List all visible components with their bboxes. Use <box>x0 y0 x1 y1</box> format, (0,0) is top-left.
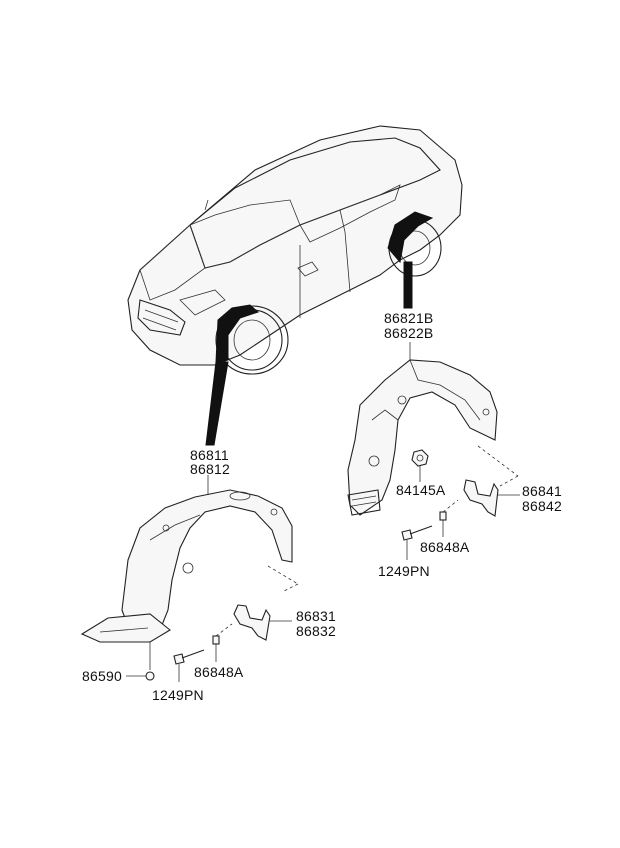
front-cover-clip <box>126 642 155 681</box>
label-front-screw: 1249PN <box>152 687 204 703</box>
label-rear-screw: 1249PN <box>378 563 430 579</box>
label-rear-nut: 84145A <box>396 482 446 498</box>
label-front-clip: 86848A <box>194 664 244 680</box>
front-leader-band <box>205 361 229 446</box>
front-clip <box>212 623 233 662</box>
front-screw <box>173 649 205 682</box>
front-wheel-liner <box>80 475 299 643</box>
front-liner-highlight <box>215 304 259 363</box>
label-rear-clip: 86848A <box>420 539 470 555</box>
rear-wheel-liner <box>347 342 519 516</box>
label-front-flap-top: 86831 <box>296 608 336 624</box>
label-front-cover: 86590 <box>82 668 122 684</box>
rear-nut <box>411 449 429 482</box>
car-illustration <box>127 125 463 446</box>
label-rear-flap-bottom: 86842 <box>522 498 562 514</box>
label-front-liner-bottom: 86812 <box>190 461 230 477</box>
label-rear-liner-top: 86821B <box>384 310 434 326</box>
rear-screw <box>401 525 433 560</box>
label-front-liner-top: 86811 <box>190 447 229 463</box>
rear-clip <box>439 499 459 537</box>
label-rear-flap-top: 86841 <box>522 483 562 499</box>
label-front-flap-bottom: 86832 <box>296 623 336 639</box>
front-mud-flap <box>233 604 292 641</box>
label-rear-liner-bottom: 86822B <box>384 325 434 341</box>
rear-liner-highlight <box>387 211 434 264</box>
rear-mud-flap <box>463 479 520 517</box>
rear-leader-band <box>403 261 413 309</box>
